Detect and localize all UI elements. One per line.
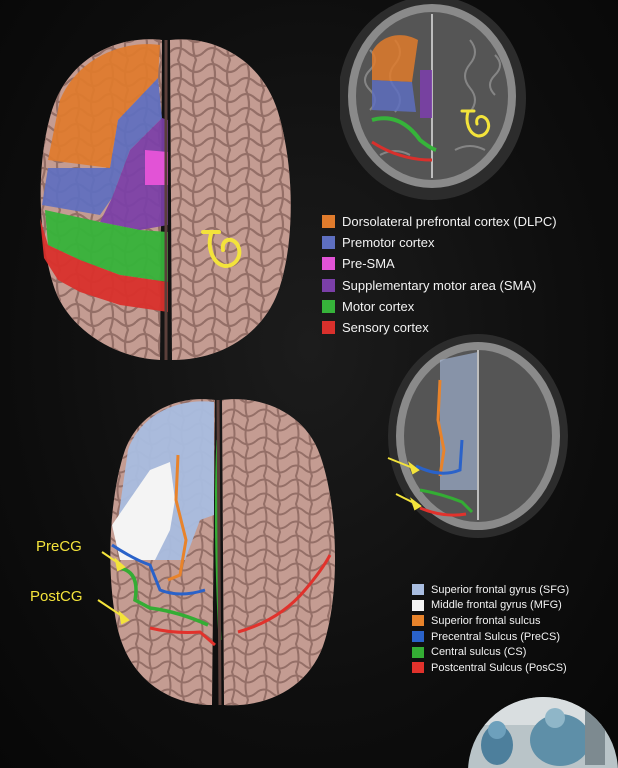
poscs-line xyxy=(149,626,216,647)
legend-top-swatch xyxy=(322,215,335,229)
legend-bottom-swatch xyxy=(412,646,424,658)
legend-top-item: Sensory cortex xyxy=(322,317,557,338)
cs-line xyxy=(119,566,209,627)
mri-top-axial xyxy=(340,0,526,200)
legend-bottom-label: Precentral Sulcus (PreCS) xyxy=(431,630,560,643)
legend-top-swatch xyxy=(322,257,335,271)
premotor-region xyxy=(42,78,162,215)
legend-top-swatch xyxy=(322,299,335,313)
arrow-icon xyxy=(97,551,130,625)
legend-top-swatch xyxy=(322,321,335,335)
presma-region xyxy=(145,150,168,185)
legend-top-swatch xyxy=(322,236,335,250)
legend-bottom-item: Superior frontal sulcus xyxy=(412,613,569,629)
mri-bottom-poscs-overlay xyxy=(419,506,467,517)
mri-top-premotor-overlay xyxy=(372,80,416,112)
brain-top-illustration xyxy=(40,39,291,361)
mri-top-dlpc-overlay xyxy=(372,35,418,82)
legend-bottom-swatch xyxy=(412,615,424,627)
legend-top-label: Sensory cortex xyxy=(342,320,429,336)
legend-bottom-item: Postcentral Sulcus (PosCS) xyxy=(412,660,569,676)
legend-bottom-label: Central sulcus (CS) xyxy=(431,646,527,659)
legend-bottom-label: Superior frontal sulcus xyxy=(431,614,541,627)
legend-top-label: Supplementary motor area (SMA) xyxy=(342,277,537,293)
mri-bottom-cs-overlay xyxy=(419,488,474,514)
legend-bottom-swatch xyxy=(412,662,424,674)
legend-top-label: Motor cortex xyxy=(342,298,415,314)
hand-knob-icon-mri xyxy=(460,109,491,138)
legend-bottom-item: Middle frontal gyrus (MFG) xyxy=(412,598,569,614)
mri-bottom-axial xyxy=(387,334,568,538)
legend-bottom-label: Superior frontal gyrus (SFG) xyxy=(431,583,570,596)
surgery-photo xyxy=(468,697,618,768)
legend-top-item: Supplementary motor area (SMA) xyxy=(322,275,557,296)
legend-top-label: Premotor cortex xyxy=(342,235,435,251)
legend-bottom-item: Superior frontal gyrus (SFG) xyxy=(412,582,569,598)
mri-bottom-sfg-overlay xyxy=(440,352,478,490)
mri-top-sensory-overlay xyxy=(371,140,433,162)
mri-top-motor-overlay xyxy=(371,116,437,152)
precs-line xyxy=(111,543,206,596)
sfs-line xyxy=(167,454,188,582)
arrow-icon xyxy=(387,457,422,511)
legend-bottom-label: Postcentral Sulcus (PosCS) xyxy=(431,661,567,674)
legend-bottom-label: Middle frontal gyrus (MFG) xyxy=(431,599,562,612)
legend-top-swatch xyxy=(322,278,335,292)
sma-region xyxy=(100,118,168,230)
mri-top-sma-overlay xyxy=(420,70,432,118)
legend-bottom-swatch xyxy=(412,631,424,643)
dlpc-region xyxy=(48,44,160,168)
legend-anatomical-landmarks: Superior frontal gyrus (SFG) Middle front… xyxy=(412,582,569,676)
legend-top-item: Motor cortex xyxy=(322,296,557,317)
legend-bottom-item: Central sulcus (CS) xyxy=(412,644,569,660)
legend-bottom-item: Precentral Sulcus (PreCS) xyxy=(412,629,569,645)
hand-knob-icon xyxy=(201,230,242,269)
legend-top-label: Dorsolateral prefrontal cortex (DLPC) xyxy=(342,214,557,230)
sensory-region xyxy=(40,218,168,312)
motor-region xyxy=(45,210,168,282)
label-precg: PreCG xyxy=(36,538,82,555)
legend-top-item: Premotor cortex xyxy=(322,232,557,253)
legend-top-item: Dorsolateral prefrontal cortex (DLPC) xyxy=(322,211,557,232)
legend-top-item: Pre-SMA xyxy=(322,253,557,274)
legend-bottom-swatch xyxy=(412,599,424,611)
mri-bottom-sfs-overlay xyxy=(436,379,446,477)
mfg-region xyxy=(112,462,175,560)
legend-functional-areas: Dorsolateral prefrontal cortex (DLPC) Pre… xyxy=(322,211,557,338)
brain-bottom-illustration xyxy=(97,399,336,706)
label-postcg: PostCG xyxy=(30,588,83,605)
legend-top-label: Pre-SMA xyxy=(342,256,395,272)
legend-bottom-swatch xyxy=(412,584,424,596)
mri-bottom-precs-overlay xyxy=(415,439,464,475)
